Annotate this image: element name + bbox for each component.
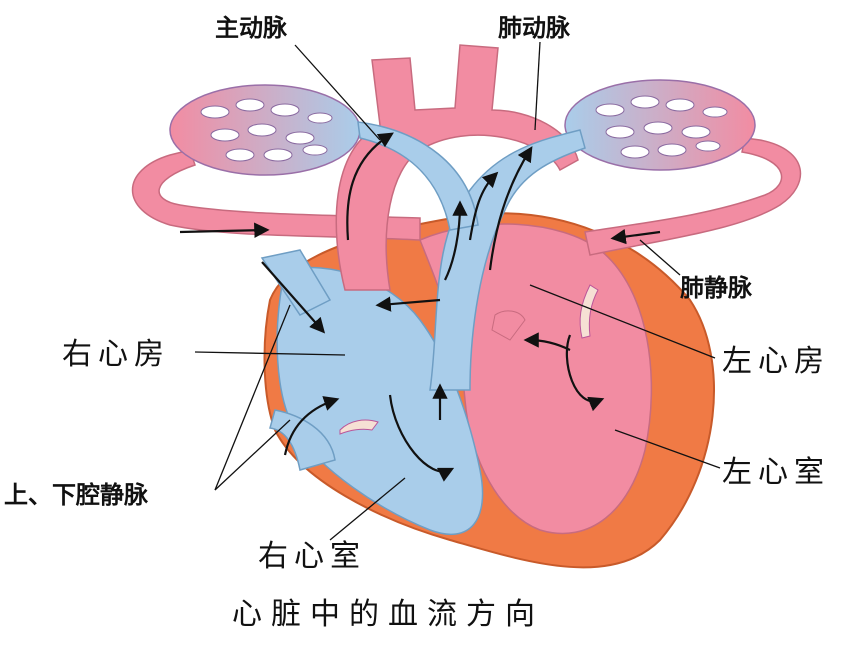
pulmonary-artery-label: 肺动脉 [498,14,571,42]
pulmonary-vein-label: 肺静脉 [680,274,753,302]
pulmonary-vein-right [584,137,802,256]
right-ventricle-label: 右心室 [258,539,366,574]
right-atrium-label: 右心房 [62,337,170,372]
inferior-vena-cava [269,409,336,471]
diagram-caption: 心脏中的血流方向 [232,597,544,632]
venae-cavae-label: 上、下腔静脉 [4,481,149,509]
superior-vena-cava [260,249,332,316]
aortic-valve [491,310,526,341]
aorta-label: 主动脉 [215,14,288,42]
leader-lines [194,41,721,541]
left-ventricle-label: 左心室 [722,455,830,490]
mitral-valve [579,284,599,339]
pulmonary-artery-left-branch [357,121,479,231]
left-atrium-label: 左心房 [722,344,830,379]
flow-arrows [179,132,661,482]
tricuspid-valve [339,419,379,435]
